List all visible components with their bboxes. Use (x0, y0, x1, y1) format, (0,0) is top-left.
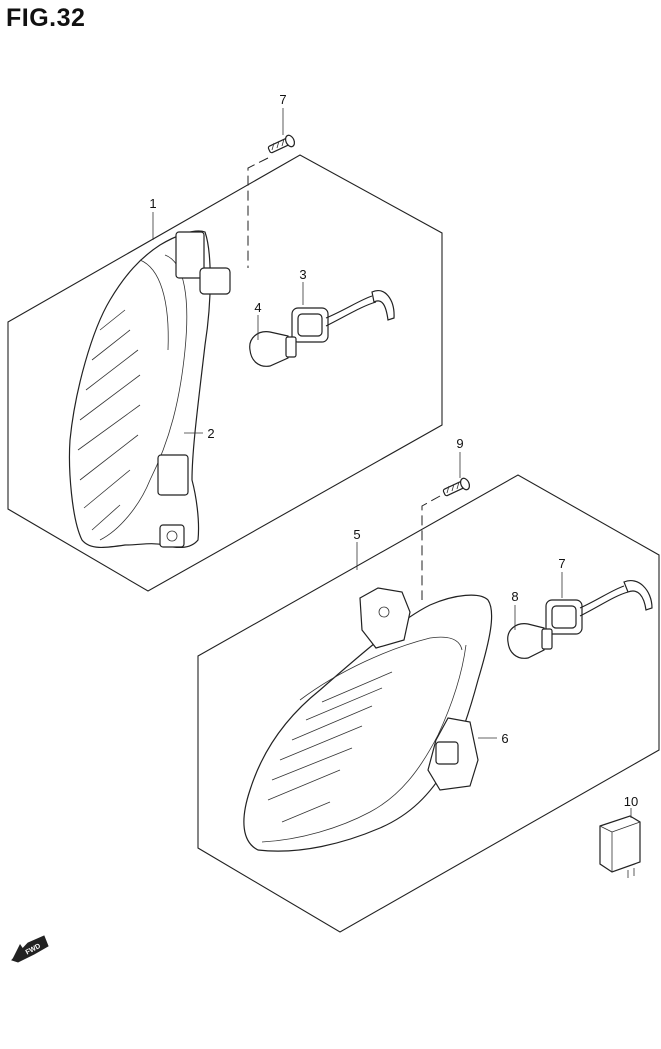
callout-9: 9 (456, 436, 463, 451)
callout-7-lower: 7 (558, 556, 565, 571)
lower-screw-guide-line (421, 495, 441, 600)
callout-2: 2 (207, 426, 214, 441)
lower-assembly-group (197, 452, 660, 933)
callout-8: 8 (511, 589, 518, 604)
screw-upper[interactable] (267, 134, 296, 154)
callout-5: 5 (353, 527, 360, 542)
front-turn-signal-lamp-left[interactable] (68, 230, 231, 548)
front-turn-signal-lamp-right[interactable] (243, 587, 493, 852)
callout-10: 10 (624, 794, 638, 809)
forward-direction-arrow-icon: FWD (11, 935, 49, 963)
upper-assembly-group (7, 108, 443, 592)
lower-assembly-frame (197, 474, 660, 933)
upper-assembly-frame (7, 154, 443, 592)
bulb-socket-upper[interactable] (291, 290, 395, 343)
upper-screw-guide-line (247, 157, 269, 268)
callout-6: 6 (501, 731, 508, 746)
screw-lower[interactable] (442, 477, 471, 497)
callout-3: 3 (299, 267, 306, 282)
callout-7-upper: 7 (279, 92, 286, 107)
turn-signal-relay[interactable] (599, 815, 641, 878)
bulb-upper[interactable] (249, 331, 297, 367)
figure-title: FIG.32 (6, 4, 86, 32)
bulb-lower[interactable] (507, 623, 553, 659)
bulb-socket-lower[interactable] (545, 580, 653, 635)
callout-4: 4 (254, 300, 261, 315)
callout-1: 1 (149, 196, 156, 211)
